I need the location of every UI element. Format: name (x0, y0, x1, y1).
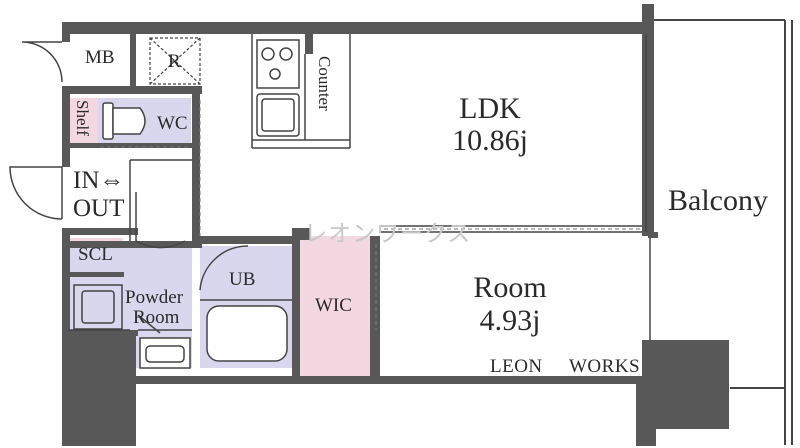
room-name-label: Room (473, 271, 547, 304)
wic-label: WIC (315, 295, 352, 316)
walls (62, 4, 729, 446)
credit-left: LEON (490, 356, 543, 377)
balcony-label: Balcony (668, 184, 768, 217)
powder-label-line2: Room (133, 307, 180, 328)
watermark-text: レオンワークス (304, 221, 472, 247)
shelf-label: Shelf (73, 100, 92, 136)
powder-label-line1: Powder (125, 287, 184, 308)
bathtub (206, 305, 288, 362)
fridge-label: R (168, 51, 181, 72)
balcony-area (654, 19, 793, 445)
scl-label: SCL (78, 244, 113, 265)
room-size-label: 4.93j (479, 304, 541, 337)
washer-pan (73, 284, 123, 330)
shelf-fill (68, 98, 98, 143)
ub-label: UB (229, 269, 256, 290)
entrance-out-label: OUT (73, 195, 125, 222)
interior-lines (68, 34, 651, 340)
door-swings (9, 41, 249, 334)
counter-label: Counter (315, 56, 334, 111)
kitchen-fixtures (256, 39, 300, 137)
wc-label: WC (157, 113, 188, 134)
ldk-name-label: LDK (459, 92, 521, 125)
wic-fill (300, 236, 370, 376)
fridge (149, 37, 201, 85)
credit-right: WORKS (569, 356, 641, 377)
toilet-fixture (102, 102, 146, 140)
sliding-openings (100, 100, 640, 330)
entrance-in-label: IN⇔ (73, 167, 125, 194)
mb-label: MB (85, 47, 115, 68)
ldk-size-label: 10.86j (452, 124, 528, 157)
wash-basin (139, 337, 191, 369)
